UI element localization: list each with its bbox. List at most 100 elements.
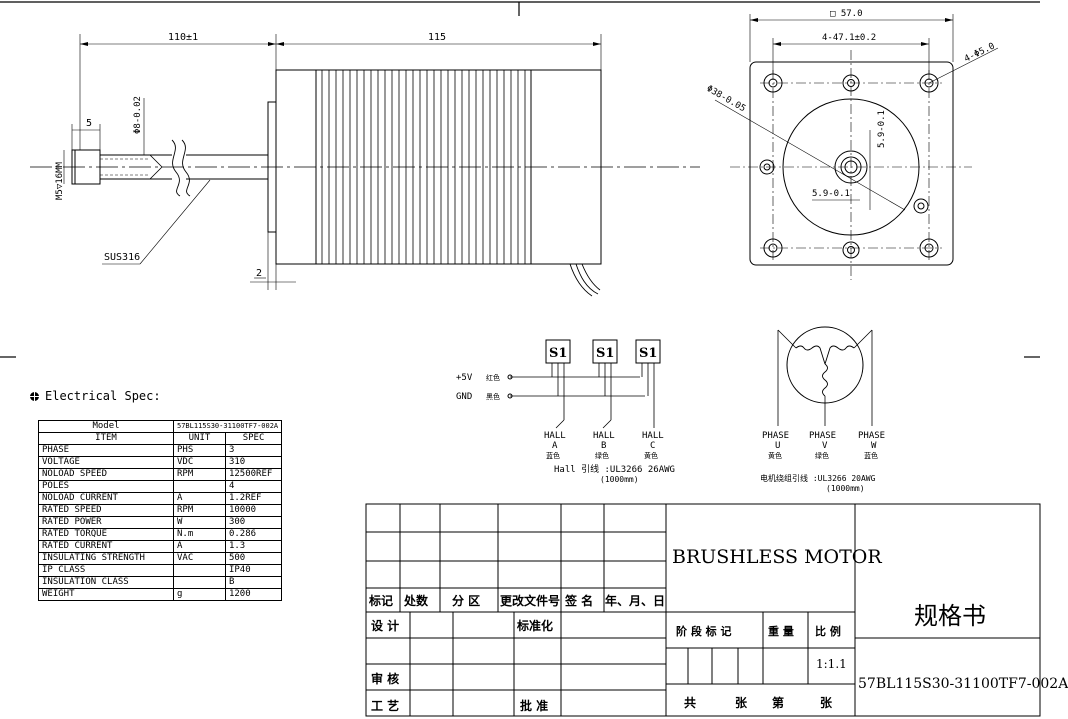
cell-item: WEIGHT: [38, 588, 174, 601]
rev-col-count: 处数: [404, 594, 429, 608]
hall-wiring: [507, 339, 661, 429]
hall-a-color: 蓝色: [546, 451, 560, 460]
dim-key-length: 5: [86, 118, 92, 129]
ratio-label: 比 例: [815, 625, 841, 638]
hall-sensor-a: S1: [549, 346, 567, 361]
sheet-index-label: 第: [772, 696, 785, 710]
hall-a-top: HALL: [544, 431, 566, 441]
cell-unit: RPM: [173, 468, 226, 481]
approve-label: 批 准: [520, 699, 549, 713]
cell-spec: 1.3: [224, 540, 283, 553]
rev-col-doc: 更改文件号: [500, 594, 561, 608]
cell-spec: 500: [224, 552, 283, 565]
part-number: 57BL115S30-31100TF7-002A: [858, 676, 1068, 692]
cell-unit: [173, 564, 226, 577]
cell-spec: 1200: [224, 588, 283, 601]
phase-v-color: 绿色: [815, 451, 829, 460]
review-label: 审 核: [371, 672, 400, 686]
model-value: 57BL115S30-31100TF7-002A: [172, 420, 283, 433]
phase-u-mid: U: [775, 441, 780, 451]
document-type: 规格书: [914, 602, 986, 630]
phase-u-top: PHASE: [762, 431, 789, 441]
plus5v-label: +5V: [456, 373, 473, 383]
sheet-unit-label-2: 张: [820, 696, 833, 710]
dim-pilot-dia: Φ38-0.05: [705, 84, 748, 114]
hall-b-top: HALL: [593, 431, 615, 441]
cell-item: PHASE: [38, 444, 174, 457]
phase-wiring: [777, 326, 873, 426]
phase-v-top: PHASE: [809, 431, 836, 441]
rev-col-sign: 签 名: [565, 594, 594, 608]
sheet-unit-label: 张: [735, 696, 748, 710]
motor-drawing: 110±1 115 5 Φ8-0.02 M5▽16MM SUS316 2: [0, 1, 1041, 717]
design-label: 设 计: [371, 619, 400, 633]
header-row: ITEM UNIT SPEC: [38, 432, 283, 445]
hall-c-top: HALL: [642, 431, 664, 441]
dim-material: SUS316: [104, 252, 140, 263]
title-block-grid: [365, 503, 1041, 717]
cell-unit: A: [173, 540, 226, 553]
cell-unit: [173, 576, 226, 589]
dim-square: □ 57.0: [830, 9, 863, 19]
phase-cable-length: (1000mm): [826, 484, 865, 493]
cell-item: RATED TORQUE: [38, 528, 174, 541]
dim-shaft-length: 110±1: [168, 32, 198, 43]
cell-unit: g: [173, 588, 226, 601]
phase-cable-spec: 电机绕组引线 :UL3266 20AWG: [760, 473, 876, 483]
rev-col-zone: 分 区: [452, 594, 481, 608]
cell-item: RATED SPEED: [38, 504, 174, 517]
hall-b-color: 绿色: [595, 451, 609, 460]
cell-spec: 310: [224, 456, 283, 469]
gnd-color: 黑色: [486, 392, 500, 401]
dim-offset-h: 5.9-0.1: [812, 189, 850, 199]
sheet-total-label: 共: [684, 696, 697, 710]
phase-u-color: 黄色: [768, 451, 782, 460]
cell-item: INSULATING STRENGTH: [38, 552, 174, 565]
header-item: ITEM: [38, 432, 174, 445]
dim-thread: M5▽16MM: [55, 161, 65, 200]
cell-unit: PHS: [173, 444, 226, 457]
phase-v-mid: V: [822, 441, 828, 451]
cell-item: INSULATION CLASS: [38, 576, 174, 589]
gnd-label: GND: [456, 392, 472, 402]
hall-cable-spec: Hall 引线 :UL3266 26AWG: [554, 463, 675, 475]
cell-spec: 4: [224, 480, 283, 493]
cell-spec: IP40: [224, 564, 283, 577]
model-row: Model 57BL115S30-31100TF7-002A: [38, 420, 283, 433]
cell-spec: 0.286: [224, 528, 283, 541]
model-label: Model: [38, 420, 174, 433]
hall-b-mid: B: [601, 441, 606, 451]
hall-cable-length: (1000mm): [600, 475, 639, 484]
hall-sensor-b: S1: [596, 346, 614, 361]
cell-unit: N.m: [173, 528, 226, 541]
cell-spec: 3: [224, 444, 283, 457]
cell-item: NOLOAD CURRENT: [38, 492, 174, 505]
dim-hole-pitch: 4-47.1±0.2: [822, 33, 876, 43]
cell-unit: VDC: [173, 456, 226, 469]
scale-value: 1:1.1: [816, 657, 847, 671]
dim-holes: 4-Φ5.0: [963, 41, 997, 64]
globe-icon: [30, 392, 39, 401]
cell-unit: [173, 480, 226, 493]
hall-c-mid: C: [650, 441, 655, 451]
hall-sensor-c: S1: [639, 346, 657, 361]
cell-spec: 300: [224, 516, 283, 529]
cell-spec: 12500REF: [224, 468, 283, 481]
dim-offset-v: 5.9-0.1: [877, 110, 887, 148]
cell-item: NOLOAD SPEED: [38, 468, 174, 481]
dim-body-length: 115: [428, 32, 446, 43]
hall-c-color: 黄色: [644, 451, 658, 460]
cell-unit: VAC: [173, 552, 226, 565]
hall-a-mid: A: [552, 441, 558, 451]
spec-table: Model 57BL115S30-31100TF7-002A ITEM UNIT…: [38, 420, 283, 601]
